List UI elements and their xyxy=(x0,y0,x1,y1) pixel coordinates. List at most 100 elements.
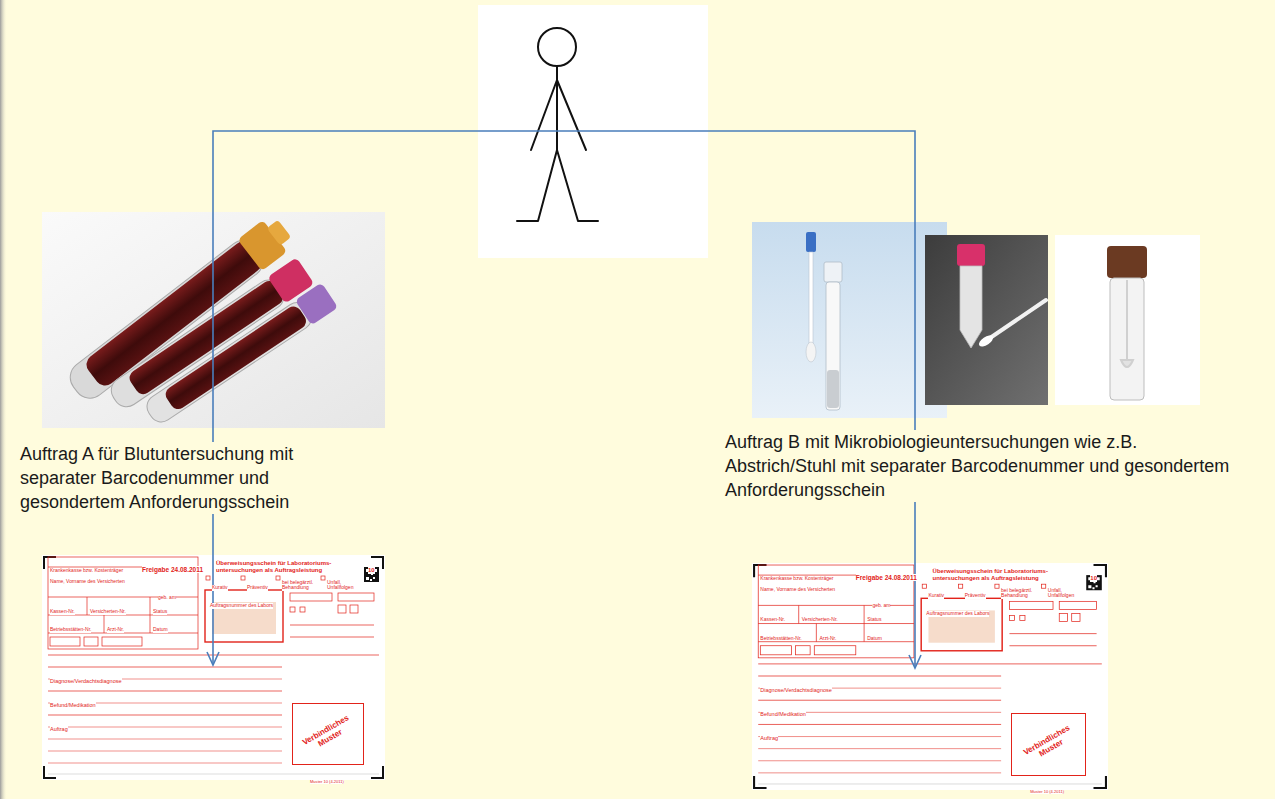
form-field-label: Auftragsnummer des Labors xyxy=(210,603,273,609)
form-field-label: Freigabe 24.08.2011 xyxy=(856,574,917,581)
container-cap xyxy=(1107,246,1147,278)
form-field-holder: Diagnose/Verdachtsdiagnose xyxy=(760,678,832,696)
form-field-holder: Datum xyxy=(153,617,168,635)
form-field-label: Name, Vorname des Versicherten xyxy=(50,579,125,585)
form-field-label: geb. am xyxy=(158,595,176,601)
form-field-holder: Unfall, Unfallfolgen xyxy=(327,575,361,593)
form-field-holder: bei belegärztl. Behandlung xyxy=(1001,583,1040,601)
form-field-holder: Betriebsstätten-Nr. xyxy=(760,626,801,644)
form-field-label: Name, Vorname des Versicherten xyxy=(760,587,835,593)
form-field-label: Überweisungsschein für Laboratoriums-unt… xyxy=(933,568,1078,581)
request-form xyxy=(42,555,385,780)
form-field-label: Diagnose/Verdachtsdiagnose xyxy=(50,678,122,684)
caption-text: Auftrag B mit Mikrobiologieuntersuchunge… xyxy=(725,430,1230,502)
form-field-label: Betriebsstätten-Nr. xyxy=(760,636,801,642)
form-field-holder: Auftragsnummer des Labors xyxy=(926,601,989,619)
stamp-text: Verbindliches Muster xyxy=(1016,721,1081,769)
swab-medium xyxy=(827,370,839,408)
form-field-holder: Kassen-Nr. xyxy=(760,607,785,625)
form-field-holder: geb. am xyxy=(872,593,890,611)
swab-tube-photo xyxy=(925,235,1048,405)
form-field-label: Freigabe 24.08.2011 xyxy=(142,566,203,573)
figure-head xyxy=(538,28,576,66)
container-body xyxy=(1110,278,1144,400)
form-field-holder: Datum xyxy=(867,626,882,644)
form-field-label: Muster 10 (4.2011) xyxy=(310,780,344,784)
form-field-holder: Arzt-Nr. xyxy=(107,617,124,635)
form-field-label: Auftrag xyxy=(760,735,778,741)
form-field-holder: Präventiv xyxy=(247,575,268,593)
form-field-label: Überweisungsschein für Laboratoriums-unt… xyxy=(216,560,356,573)
tube-cap xyxy=(957,244,985,266)
form-field-label: Unfall, Unfallfolgen xyxy=(327,580,361,591)
form-field-label: Kurativ xyxy=(212,585,228,591)
request-form: Krankenkasse bzw. KostenträgerFreigabe 2… xyxy=(42,555,385,780)
arrow-head xyxy=(909,655,921,668)
caption-text: Auftrag A für Blutuntersuchung mit separ… xyxy=(20,442,360,514)
form-field-label: Krankenkasse bzw. Kostenträger xyxy=(760,576,833,582)
swab-cap xyxy=(806,232,816,252)
form-field-holder: Kassen-Nr. xyxy=(50,599,75,617)
form-field-label: Befund/Medikation xyxy=(50,702,96,708)
form-field-holder: Befund/Medikation xyxy=(50,693,96,711)
request-form: Krankenkasse bzw. Kostenträger Freigabe 2… xyxy=(752,563,1108,790)
form-field-label: Präventiv xyxy=(965,593,986,599)
arrow-head xyxy=(207,652,219,665)
form-field-holder: Diagnose/Verdachtsdiagnose xyxy=(50,669,122,687)
tube-cap xyxy=(295,283,338,326)
form-field-holder: Muster 10 (4.2011) xyxy=(310,769,344,787)
form-field-label: Befund/Medikation xyxy=(760,711,806,717)
form-field-holder: Muster 10 (4.2011) xyxy=(1030,779,1064,797)
form-field-label: 10 xyxy=(1090,575,1097,582)
form-field-holder: Versicherten-Nr. xyxy=(802,607,838,625)
form-field-label: Muster 10 (4.2011) xyxy=(1030,790,1064,794)
form-field-holder: Auftragsnummer des Labors xyxy=(210,593,273,611)
form-field-holder: Überweisungsschein für Laboratoriums-unt… xyxy=(216,558,356,576)
blood-tube xyxy=(142,283,338,428)
form-field-holder: Betriebsstätten-Nr. xyxy=(50,617,91,635)
form-field-label: Datum xyxy=(867,636,882,642)
container-spoon xyxy=(1121,280,1133,367)
swab-tip xyxy=(977,333,995,349)
stamp-box: Verbindliches Muster xyxy=(292,703,364,765)
form-field-holder: Versicherten-Nr. xyxy=(90,599,126,617)
tube-glass xyxy=(142,298,316,427)
form-field-label: Arzt-Nr. xyxy=(819,636,836,642)
form-field-holder: Auftrag xyxy=(760,726,778,744)
form-field-label: Status xyxy=(867,617,881,623)
form-field-label: Versicherten-Nr. xyxy=(90,609,126,615)
swab-photo xyxy=(752,222,947,418)
form-field-label: Versicherten-Nr. xyxy=(802,617,838,623)
form-field-label: Arzt-Nr. xyxy=(107,627,124,633)
blood-tube xyxy=(63,213,297,406)
form-field-label: bei belegärztl. Behandlung xyxy=(282,580,320,591)
form-field-label: Präventiv xyxy=(247,585,268,591)
form-field-holder: Präventiv xyxy=(965,583,986,601)
form-field-holder: Freigabe 24.08.2011 xyxy=(142,558,203,576)
form-field-label: Diagnose/Verdachtsdiagnose xyxy=(760,687,832,693)
stick-figure xyxy=(517,28,598,221)
form-field-holder: Überweisungsschein für Laboratoriums-unt… xyxy=(933,566,1078,584)
edge-shadow xyxy=(0,0,7,799)
form-field-holder: Krankenkasse bzw. Kostenträger xyxy=(760,566,833,584)
tube-cap xyxy=(267,220,292,246)
blood-tube xyxy=(106,257,315,412)
stool-container-photo xyxy=(1055,235,1200,405)
swab-tube xyxy=(826,282,840,410)
flow-line xyxy=(207,131,921,668)
caption-holder: Auftrag B mit Mikrobiologieuntersuchunge… xyxy=(725,430,1230,502)
form-field-label: Status xyxy=(153,609,167,615)
tube-blood xyxy=(163,303,309,412)
form-field-holder: Status xyxy=(153,599,167,617)
form-field-label: Unfall, Unfallfolgen xyxy=(1048,588,1083,599)
form-field-label: Datum xyxy=(153,627,168,633)
form-field-holder: Arzt-Nr. xyxy=(819,626,836,644)
form-field-label: Auftragsnummer des Labors xyxy=(926,611,989,617)
swab-tube-cap xyxy=(824,262,842,282)
caption-holder: Auftrag A für Blutuntersuchung mit separ… xyxy=(20,442,360,514)
form-field-label: Kassen-Nr. xyxy=(50,609,75,615)
form-field-label: Kurativ xyxy=(928,593,944,599)
sample-tube xyxy=(960,266,982,348)
